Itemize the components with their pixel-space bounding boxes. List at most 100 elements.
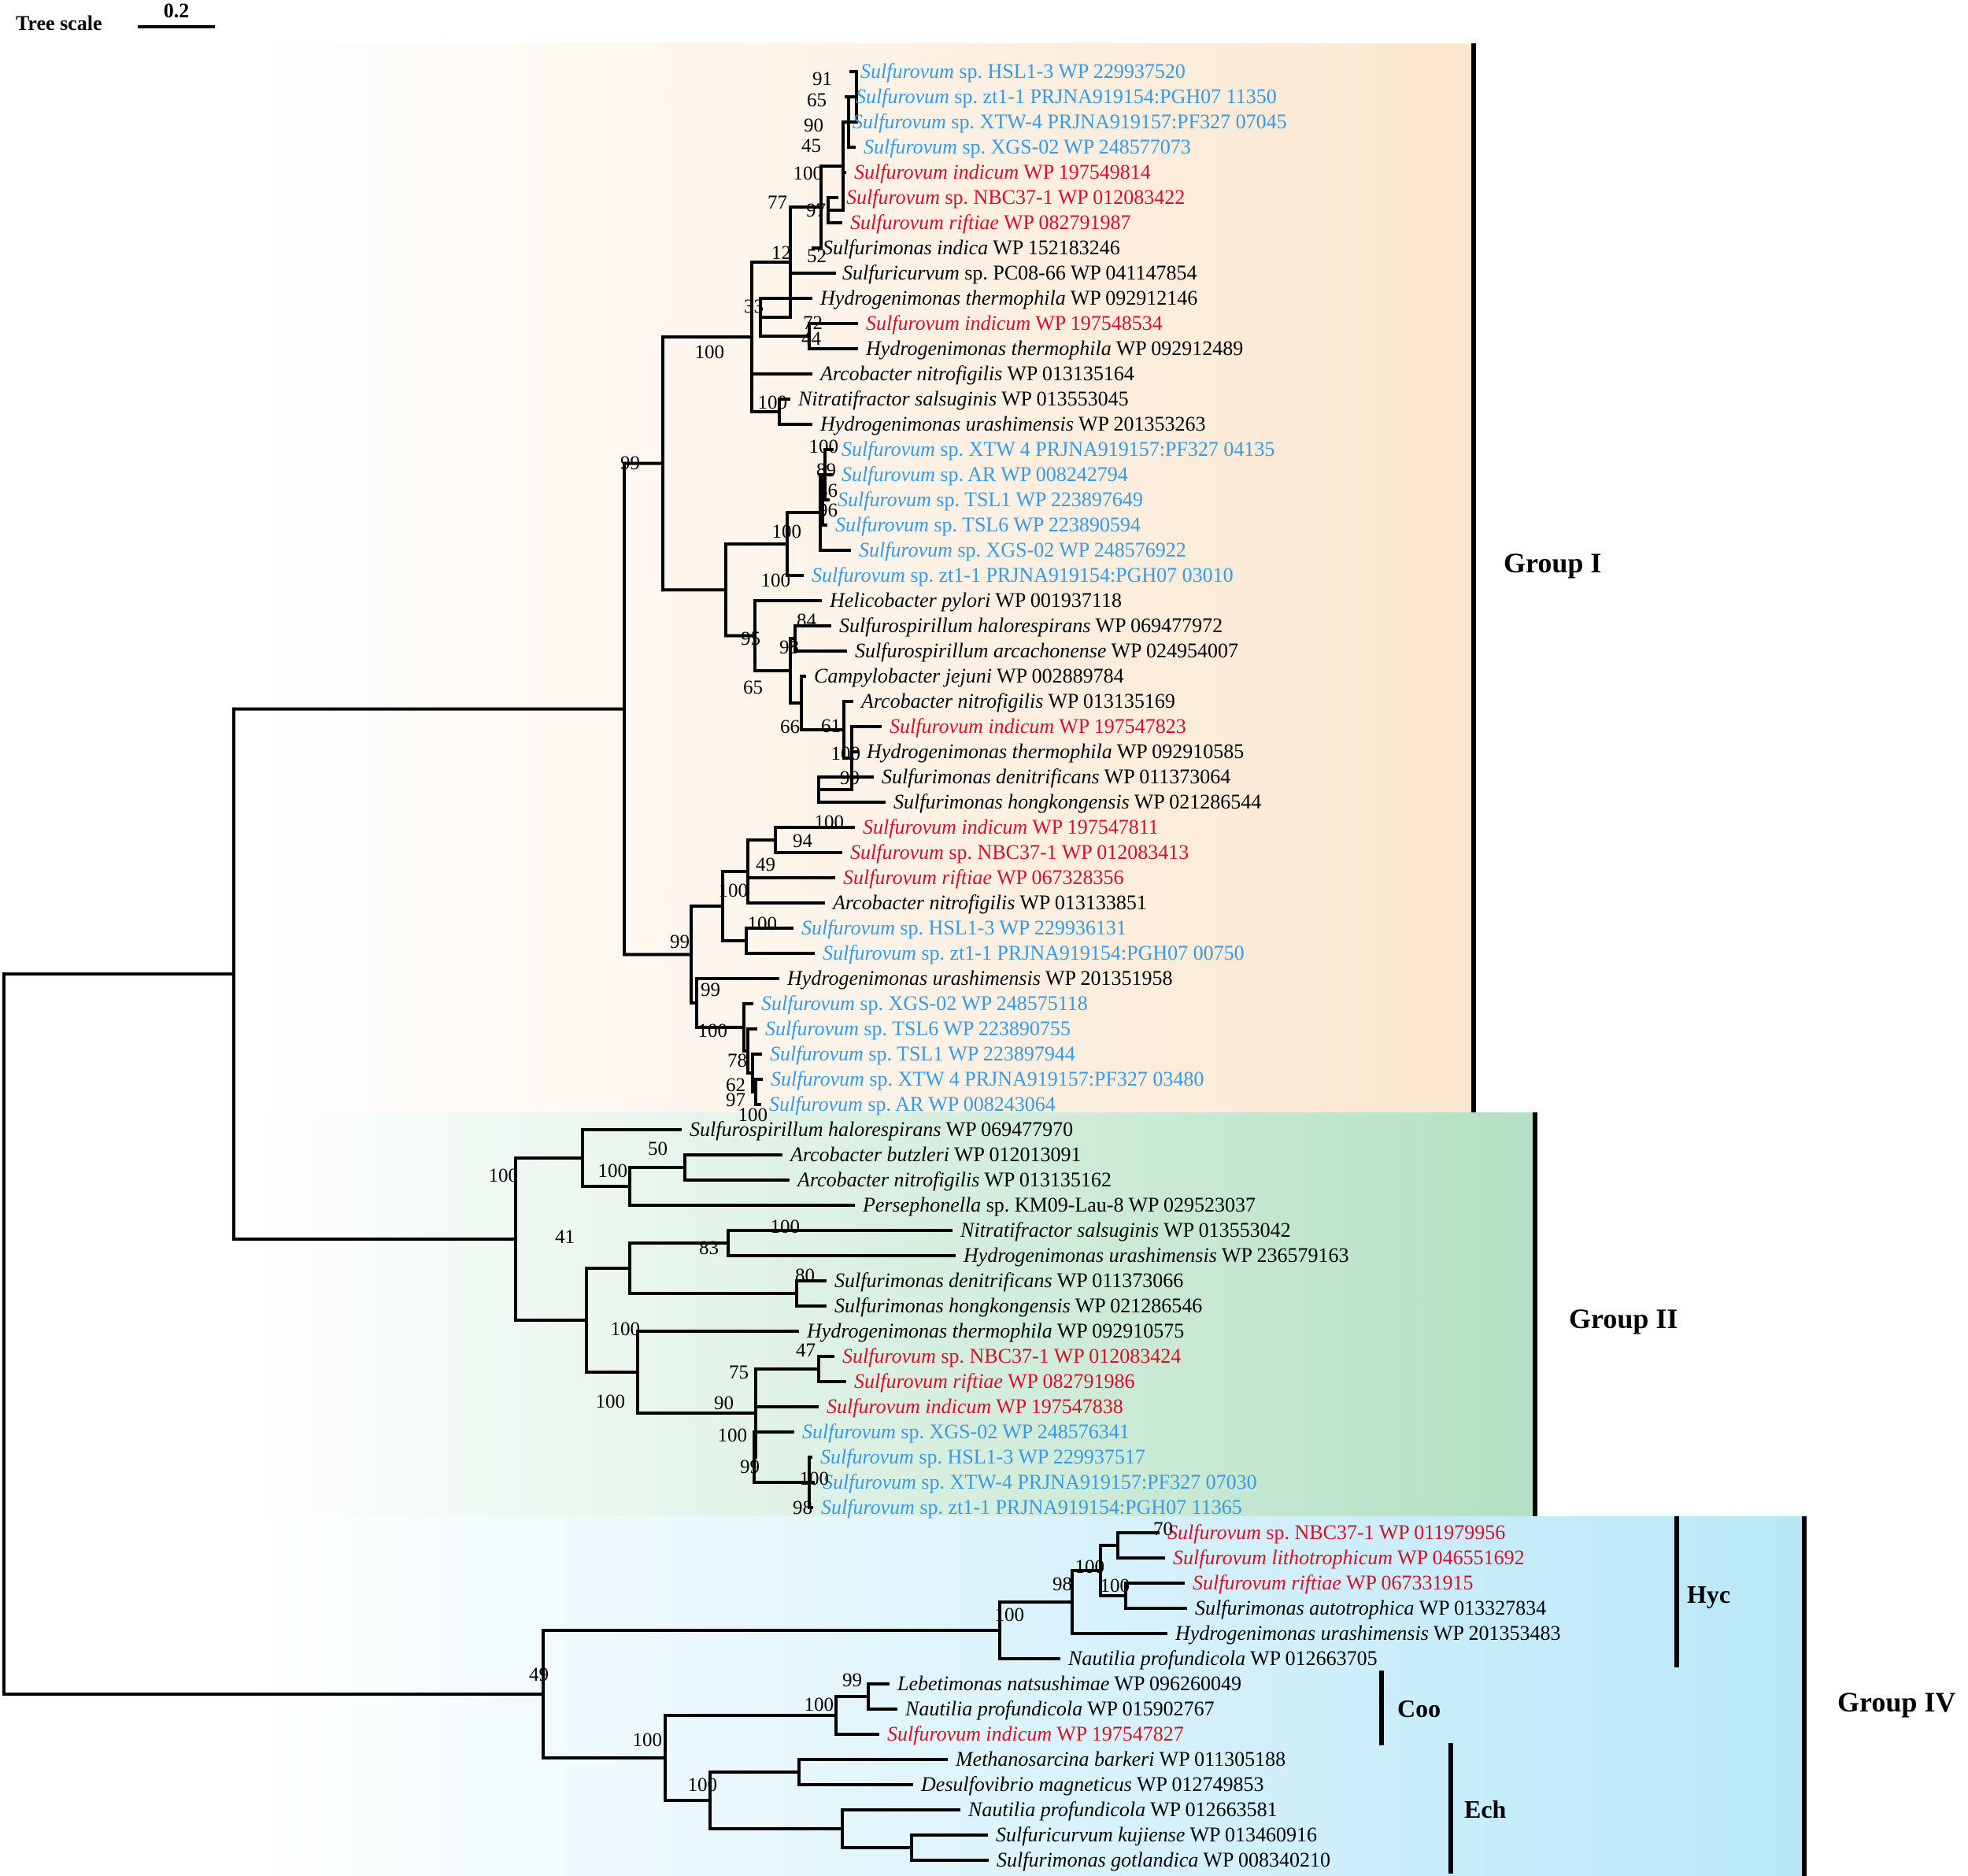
bootstrap-value: 65 [807,90,827,111]
leaf-label: Sulfurimonas indica WP 152183246 [823,236,1120,259]
leaf-genus-species: Hydrogenimonas thermophila [865,337,1112,360]
leaf-genus-species: Arcobacter butzleri [789,1143,949,1166]
bootstrap-value: 100 [695,342,725,363]
leaf-label: Hydrogenimonas urashimensis WP 201353483 [1175,1622,1560,1645]
bootstrap-value: 100 [809,436,839,457]
leaf-accession: sp. XGS-02 WP 248576341 [896,1420,1130,1443]
bootstrap-value: 100 [758,392,788,413]
bootstrap-value: 100 [800,1468,830,1489]
bootstrap-value: 77 [768,192,787,213]
leaf-accession: WP 046551692 [1393,1546,1525,1569]
leaf-label: Sulfurovum sp. XTW 4 PRJNA919157:PF327 0… [771,1068,1204,1090]
leaf-genus-species: Sulfurovum lithotrophicum [1173,1546,1393,1569]
leaf-label: Helicobacter pylori WP 001937118 [829,589,1122,612]
leaf-label: Hydrogenimonas urashimensis WP 236579163 [963,1244,1348,1267]
leaf-genus-species: Sulfurovum [846,186,940,209]
bootstrap-value: 98 [1052,1574,1072,1595]
leaf-label: Sulfurovum sp. XGS-02 WP 248576341 [802,1420,1130,1443]
bootstrap-value: 52 [807,246,827,267]
bootstrap-value: 100 [688,1774,718,1796]
leaf-label: Desulfovibrio magneticus WP 012749853 [920,1773,1264,1796]
leaf-accession: WP 001937118 [990,589,1122,612]
leaf-genus-species: Hydrogenimonas thermophila [866,740,1112,763]
bootstrap-value: 100 [761,570,791,591]
leaf-label: Arcobacter nitrofigilis WP 013133851 [831,891,1147,914]
leaf-accession: WP 201353263 [1074,413,1206,435]
leaf-label: Sulfurimonas hongkongensis WP 021286544 [893,790,1261,813]
leaf-genus-species: Arcobacter nitrofigilis [831,891,1015,914]
leaf-accession: WP 152183246 [988,236,1120,259]
leaf-label: Sulfurovum sp. XGS-02 WP 248577073 [864,135,1191,158]
leaf-accession: sp. PC08-66 WP 041147854 [960,261,1197,284]
leaf-accession: sp. TSL1 WP 223897649 [931,488,1143,511]
tree-leaves: Sulfurovum sp. HSL1-3 WP 229937520Sulfur… [690,60,1560,1871]
leaf-label: Hydrogenimonas urashimensis WP 201353263 [819,413,1205,435]
leaf-genus-species: Desulfovibrio magneticus [920,1773,1132,1796]
leaf-accession: WP 069477970 [941,1118,1074,1141]
bootstrap-value: 100 [995,1604,1025,1626]
bootstrap-value: 89 [816,460,836,481]
leaf-accession: sp. XTW-4 PRJNA919157:PF327 07045 [946,110,1287,133]
bootstrap-value: 98 [779,637,799,658]
leaf-label: Sulfurovum sp. zt1-1 PRJNA919154:PGH07 1… [821,1496,1242,1519]
group-1-background [252,43,1474,1112]
bootstrap-value: 45 [801,135,821,157]
bootstrap-value: 100 [831,743,861,764]
bootstrap-value: 100 [793,163,823,184]
leaf-genus-species: Sulfurovum [860,60,954,83]
leaf-label: Sulfurospirillum arcachonense WP 0249540… [855,639,1238,662]
leaf-accession: WP 021286546 [1071,1294,1203,1317]
leaf-label: Campylobacter jejuni WP 002889784 [814,664,1124,687]
leaf-label: Nautilia profundicola WP 015902767 [904,1697,1215,1720]
leaf-label: Sulfurospirillum halorespirans WP 069477… [690,1118,1073,1141]
leaf-accession: sp. zt1-1 PRJNA919154:PGH07 00750 [916,942,1245,964]
leaf-label: Sulfurovum sp. zt1-1 PRJNA919154:PGH07 0… [812,564,1234,586]
bootstrap-value: 84 [797,610,817,631]
leaf-label: Nautilia profundicola WP 012663581 [967,1798,1278,1821]
leaf-label: Methanosarcina barkeri WP 011305188 [955,1748,1285,1771]
leaf-genus-species: Sulfuricurvum [842,261,960,284]
leaf-accession: WP 197547811 [1027,816,1159,838]
tree-scale-label: Tree scale [16,12,102,35]
leaf-accession: sp. XTW 4 PRJNA919157:PF327 04135 [935,438,1274,461]
leaf-genus-species: Sulfurovum [853,110,946,133]
leaf-accession: WP 013553042 [1159,1219,1291,1241]
leaf-label: Sulfurovum sp. zt1-1 PRJNA919154:PGH07 0… [823,942,1245,964]
bootstrap-value: 99 [840,768,860,789]
bootstrap-value: 99 [620,453,640,474]
leaf-genus-species: Sulfurovum [771,1068,864,1090]
leaf-accession: WP 092912146 [1066,287,1198,309]
leaf-label: Arcobacter nitrofigilis WP 013135164 [819,362,1134,385]
bootstrap-value: 65 [743,677,763,698]
bootstrap-value: 91 [812,68,832,90]
leaf-genus-species: Nitratifractor salsuginis [960,1219,1159,1241]
leaf-label: Hydrogenimonas urashimensis WP 201351958 [786,967,1172,990]
leaf-accession: WP 096260049 [1109,1672,1241,1695]
leaf-accession: WP 011373066 [1052,1269,1184,1292]
ech-label: Ech [1464,1795,1507,1823]
leaf-genus-species: Sulfurovum riftiae [843,866,992,889]
hyc-label: Hyc [1687,1580,1730,1608]
leaf-genus-species: Sulfurospirillum arcachonense [855,639,1106,662]
leaf-label: Sulfurovum sp. NBC37-1 WP 011979956 [1167,1521,1505,1544]
leaf-label: Nautilia profundicola WP 012663705 [1067,1647,1378,1670]
leaf-genus-species: Sulfurovum [801,916,895,939]
leaf-genus-species: Sulfurimonas denitrificans [882,765,1100,788]
group-1-label: Group I [1504,547,1601,579]
bootstrap-value: 70 [1153,1519,1173,1540]
bootstrap-value: 86 [818,480,838,501]
leaf-accession: WP 236579163 [1217,1244,1349,1267]
leaf-accession: sp. TSL6 WP 223890755 [859,1017,1071,1040]
leaf-accession: sp. zt1-1 PRJNA919154:PGH07 11365 [915,1496,1242,1519]
leaf-accession: sp. XGS-02 WP 248577073 [957,135,1191,158]
leaf-accession: WP 012749853 [1132,1773,1264,1796]
leaf-accession: WP 197547838 [991,1395,1123,1418]
group-2-label: Group II [1569,1303,1678,1334]
leaf-genus-species: Sulfurovum [842,463,935,486]
leaf-accession: WP 201351958 [1041,967,1173,990]
leaf-genus-species: Persephonella [862,1193,981,1216]
bootstrap-value: 100 [718,1425,748,1446]
bootstrap-value: 100 [738,1105,768,1126]
leaf-label: Nitratifractor salsuginis WP 013553045 [797,387,1129,410]
leaf-label: Sulfurovum sp. AR WP 008242794 [842,463,1128,486]
